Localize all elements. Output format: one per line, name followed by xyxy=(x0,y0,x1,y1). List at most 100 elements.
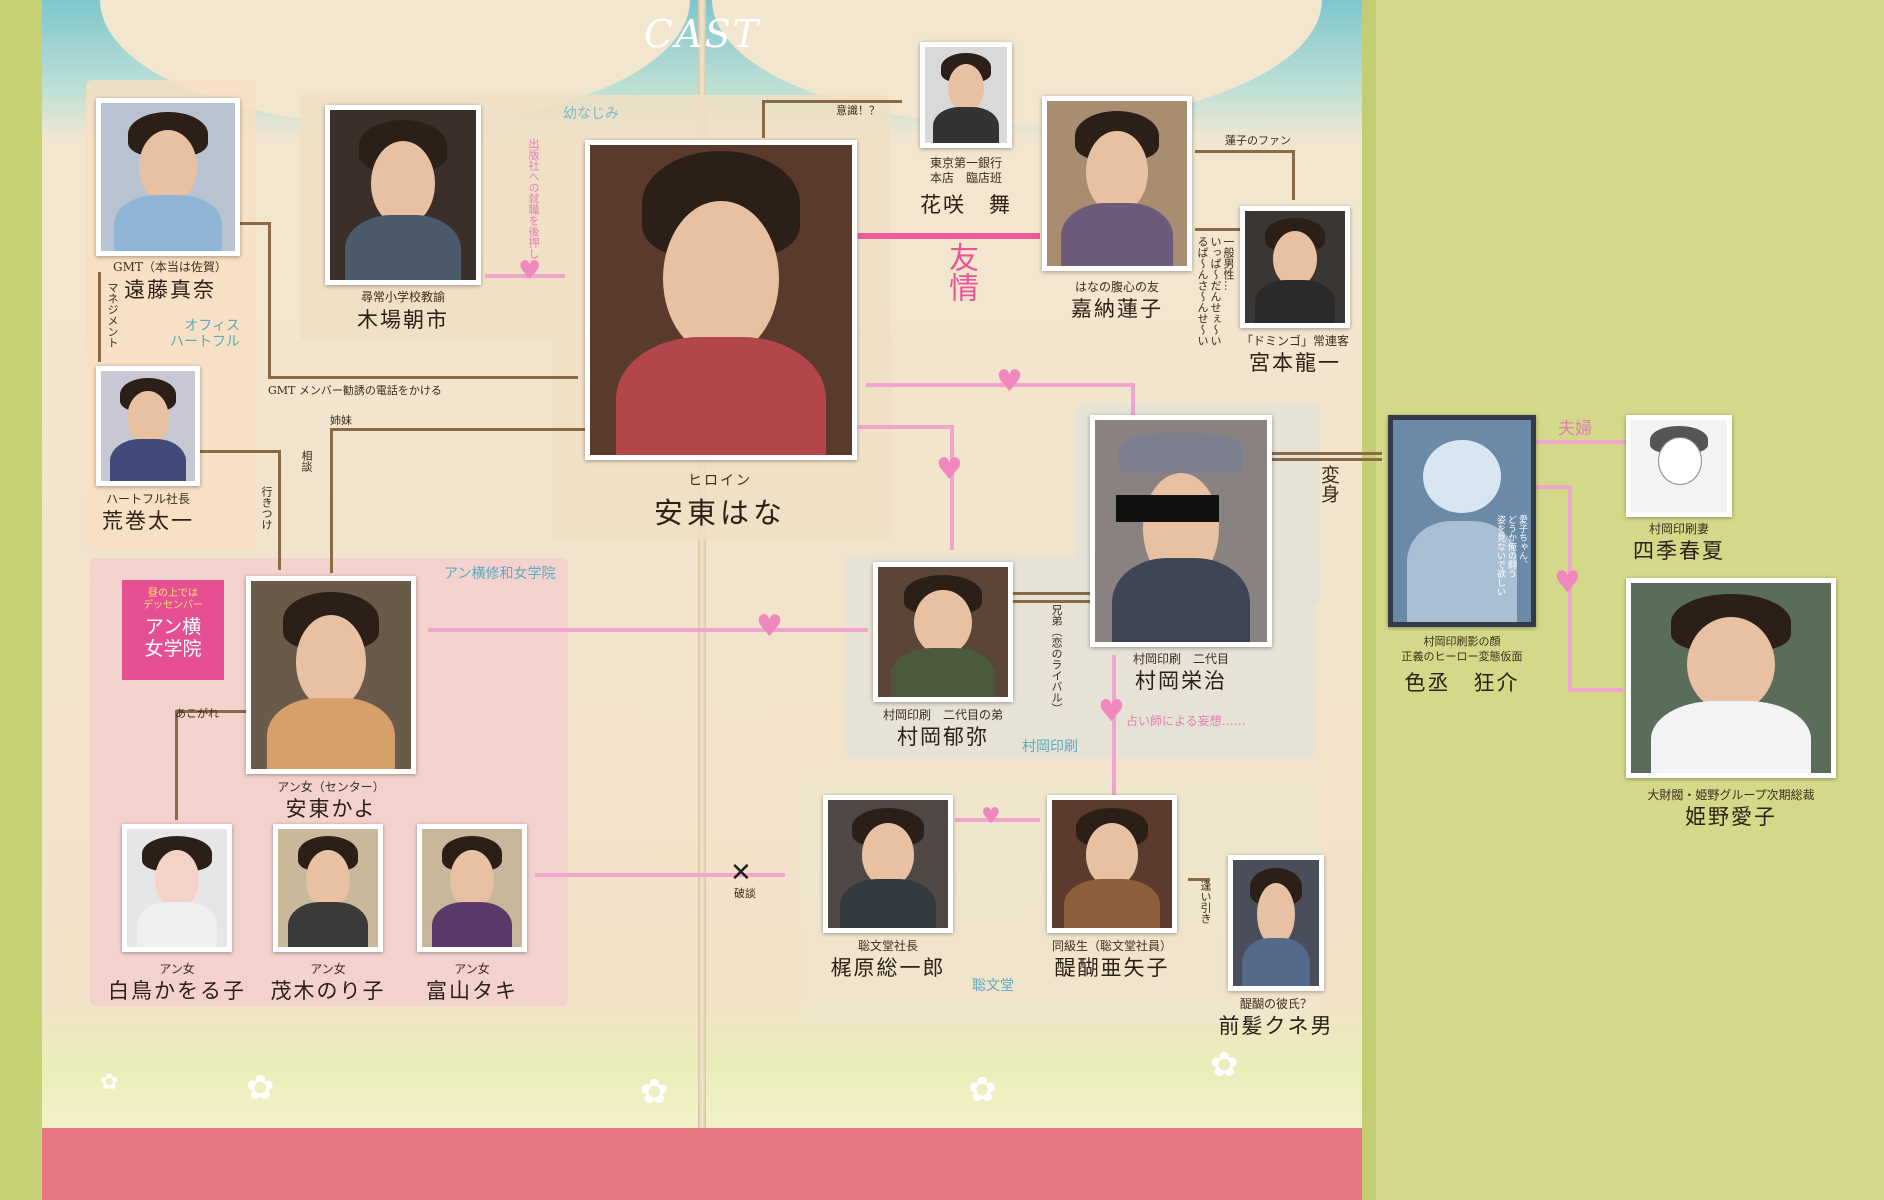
role-himeno: 大財閥・姫野グループ次期総裁 xyxy=(1647,788,1815,802)
academy-logo-small: 昼の上では デッセンバー xyxy=(143,588,203,611)
role-miyamoto: 「ドミンゴ」常連客 xyxy=(1240,334,1349,348)
name-shigeki: 茂木のり子 xyxy=(270,979,386,1003)
line-miyamoto-kano xyxy=(1195,150,1295,153)
relation-ren-fan: 蓮子のファン xyxy=(1225,134,1291,147)
photo-shiratori[interactable] xyxy=(122,824,232,952)
relation-kyoudai: 兄弟（恋のライバル） xyxy=(1050,604,1063,714)
relation-manage: マネジメント xyxy=(106,282,119,348)
heart-hana-ikuya: ♥ xyxy=(936,452,963,487)
heart-kiba-hana: ♥ xyxy=(518,256,542,286)
line-manage xyxy=(98,272,101,362)
line-shiki-himeno-h xyxy=(1568,688,1623,692)
line-eiji-hana-h xyxy=(866,383,1134,387)
name-shiki: 四季春夏 xyxy=(1633,539,1725,563)
role-iromasa: 村岡印刷影の顔 正義のヒーロー変態仮面 xyxy=(1401,635,1523,663)
role-kajiwara: 聡文堂社長 xyxy=(857,939,918,953)
role-shiki: 村岡印刷妻 xyxy=(1648,522,1709,536)
relation-akogare: あこがれ xyxy=(175,707,219,720)
name-ikuya: 村岡郁弥 xyxy=(897,725,989,749)
name-kiba: 木場朝市 xyxy=(357,308,449,332)
line-aramaki-soudan xyxy=(200,450,280,453)
line-ikuya-kayo xyxy=(428,628,868,632)
relation-uranai: 占い師による妄想…… xyxy=(1126,714,1246,728)
relation-aibiki: 逢い引き xyxy=(1199,880,1212,924)
line-henshin-2 xyxy=(1270,458,1382,461)
line-shimai-v xyxy=(330,428,333,573)
line-shimai-h xyxy=(330,428,588,431)
photo-eiji[interactable] xyxy=(1090,415,1272,647)
name-endo: 遠藤真奈 xyxy=(124,278,216,302)
name-kajiwara: 梶原総一郎 xyxy=(830,956,946,980)
relation-friendship: 友情 xyxy=(943,242,978,302)
book-edge xyxy=(1362,0,1376,1200)
role-kano: はなの腹心の友 xyxy=(1074,280,1159,294)
role-kayo: アン女（センター） xyxy=(277,780,385,794)
line-kajiwara-daigo xyxy=(955,818,1040,822)
relation-shimai: 姉妹 xyxy=(330,414,352,427)
line-akogare-h xyxy=(175,710,250,713)
photo-himeno[interactable] xyxy=(1626,578,1836,778)
photo-kano[interactable] xyxy=(1042,96,1192,271)
photo-maegami[interactable] xyxy=(1228,855,1324,991)
photo-kajiwara[interactable] xyxy=(823,795,953,933)
relation-fufu: 夫婦 xyxy=(1558,419,1592,439)
left-margin xyxy=(0,0,42,1200)
photo-hana[interactable] xyxy=(585,140,857,460)
name-shiratori: 白鳥かをる子 xyxy=(108,979,246,1003)
line-hana-hanasaki-h xyxy=(762,100,902,103)
flower-icon: ✿ xyxy=(1210,1045,1239,1085)
heart-kajiwara-daigo: ♥ xyxy=(981,804,1001,829)
name-kayo: 安東かよ xyxy=(285,797,377,821)
photo-ikuya[interactable] xyxy=(873,562,1013,702)
name-eiji: 村岡栄治 xyxy=(1135,669,1227,693)
flower-icon: ✿ xyxy=(246,1068,275,1108)
group-label-office: オフィス ハートフル xyxy=(170,318,240,350)
line-endo-gmt-v xyxy=(268,222,271,377)
line-shiki-himeno-v xyxy=(1568,485,1572,690)
role-hana: ヒロイン xyxy=(688,473,752,489)
line-eiji-hana-v xyxy=(1131,383,1135,415)
photo-endo[interactable] xyxy=(96,98,240,256)
role-shiratori: アン女 xyxy=(159,962,195,976)
line-henshin-1 xyxy=(1270,452,1382,455)
line-hana-hanasaki-v xyxy=(762,100,765,138)
relation-ishiki: 意識！？ xyxy=(836,104,880,117)
line-friendship xyxy=(858,233,1040,239)
photo-shigeki[interactable] xyxy=(273,824,383,952)
role-eiji: 村岡印刷 二代目 xyxy=(1132,652,1229,666)
line-iromasa-shiki xyxy=(1532,485,1572,489)
cross-icon: ✕ xyxy=(730,858,752,888)
photo-shiki[interactable] xyxy=(1626,415,1732,517)
role-hanasaki: 東京第一銀行 本店 臨店班 xyxy=(929,156,1002,185)
name-tomiyama: 富山タキ xyxy=(426,979,518,1003)
relation-ippan: 一般男性… いっぱ〜だんせぇ〜い るぱ〜んさ〜んせ〜い xyxy=(1196,236,1235,346)
relation-gmt-call: GMT メンバー勧誘の電話をかける xyxy=(268,384,442,397)
academy-logo: 昼の上では デッセンバー アン横 女学院 xyxy=(122,580,224,680)
line-uranai xyxy=(1112,655,1116,795)
group-label-childhood: 幼なじみ xyxy=(563,106,619,122)
photo-aramaki[interactable] xyxy=(96,366,200,486)
line-akogare-v xyxy=(175,710,178,820)
photo-kayo[interactable] xyxy=(246,576,416,774)
role-shigeki: アン女 xyxy=(310,962,346,976)
photo-tomiyama[interactable] xyxy=(417,824,527,952)
name-miyamoto: 宮本龍一 xyxy=(1249,351,1341,375)
photo-hanasaki[interactable] xyxy=(920,42,1012,148)
role-ikuya: 村岡印刷 二代目の弟 xyxy=(882,708,1003,722)
page-title: CAST xyxy=(644,12,760,56)
line-endo-gmt-h xyxy=(240,222,270,225)
line-gmt-hana xyxy=(268,376,578,379)
photo-iromasa[interactable]: 愛子ちゃん、 どうか俺の闘う 姿を見ないで欲しい xyxy=(1388,415,1536,627)
line-kano-miyamoto xyxy=(1195,228,1240,231)
book-spine xyxy=(698,0,706,1200)
photo-daigo[interactable] xyxy=(1047,795,1177,933)
name-himeno: 姫野愛子 xyxy=(1685,805,1777,829)
photo-kiba[interactable] xyxy=(325,105,481,285)
line-fufu xyxy=(1532,440,1626,444)
academy-logo-main: アン横 女学院 xyxy=(144,616,202,660)
name-iromasa: 色丞 狂介 xyxy=(1404,671,1520,695)
relation-ikitsuke: 行きつけ xyxy=(260,486,273,530)
line-hana-ikuya-v xyxy=(950,425,954,550)
photo-miyamoto[interactable] xyxy=(1240,206,1350,328)
role-kiba: 尋常小学校教諭 xyxy=(360,290,445,304)
